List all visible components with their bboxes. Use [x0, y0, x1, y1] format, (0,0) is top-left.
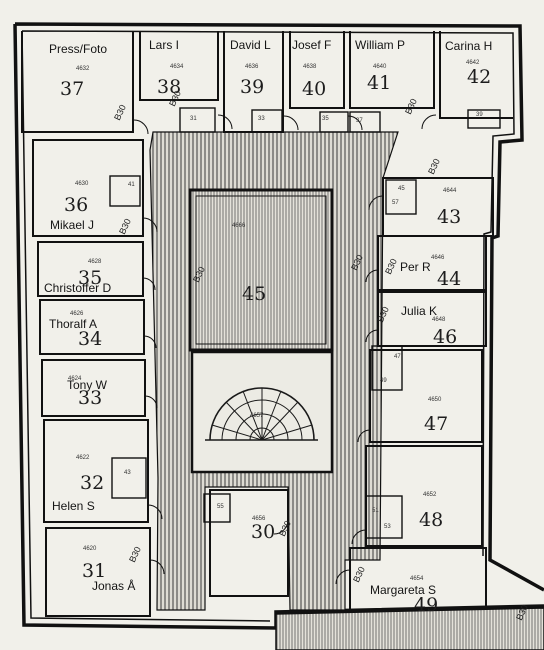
room-number-31: 31	[82, 560, 107, 582]
outer-wall	[13, 22, 544, 630]
room-number-33: 33	[78, 387, 103, 409]
wc-code: 45	[398, 186, 405, 192]
room-number-41: 41	[367, 72, 392, 94]
room-number-39: 39	[240, 76, 265, 98]
room-number-30: 30	[251, 521, 276, 543]
room-name-34: Thoralf A	[49, 317, 98, 331]
room-code-31: 4620	[83, 546, 97, 552]
wc-code: 41	[128, 182, 135, 188]
room-code-49: 4654	[410, 576, 424, 582]
room-name-40: Josef F	[292, 38, 332, 52]
room-code-39: 4636	[245, 64, 259, 70]
wc-code: 37	[356, 118, 363, 124]
room-code-38: 4634	[170, 64, 184, 70]
wc-code: 31	[190, 116, 197, 122]
room-name-42: Carina H	[445, 39, 493, 53]
room-name-39: David L	[230, 38, 271, 52]
room-name-36: Mikael J	[50, 218, 95, 232]
room-code-42: 4642	[466, 60, 480, 66]
room-name-38: Lars I	[149, 38, 180, 52]
room-code-33: 4624	[68, 376, 82, 382]
room-number-42: 42	[467, 66, 492, 88]
room-name-41: William P	[355, 38, 405, 52]
wc-code: 53	[384, 524, 391, 530]
room-number-49: 49	[414, 594, 439, 616]
stair-code: 4657	[250, 413, 264, 419]
room-number-32: 32	[80, 472, 105, 494]
room-number-43: 43	[437, 206, 462, 228]
room-name-49: Margareta S	[370, 583, 437, 597]
room-name-33: Tony W	[67, 378, 108, 392]
room-name-31: Jonas Å	[92, 579, 136, 593]
wc-code: 51	[372, 508, 379, 514]
room-code-46: 4648	[432, 317, 446, 323]
wc-code: 55	[217, 504, 224, 510]
room-number-34: 34	[78, 328, 103, 350]
room-number-47: 47	[424, 413, 449, 435]
wc-code: 57	[392, 200, 399, 206]
top-rooms	[21, 31, 513, 133]
wc-code: 35	[322, 116, 329, 122]
exterior-strip	[275, 607, 544, 650]
wc-code: 33	[258, 116, 265, 122]
wc-code: 47	[394, 354, 401, 360]
room-code-40: 4638	[303, 64, 317, 70]
room-code-44: 4646	[431, 255, 445, 261]
room-number-46: 46	[433, 326, 458, 348]
room-number-40: 40	[302, 78, 327, 100]
left-rooms	[32, 139, 151, 617]
door-swings	[133, 114, 437, 585]
room-name-32: Helen S	[52, 499, 95, 513]
room-number-45: 45	[242, 283, 267, 305]
room-code-48: 4652	[423, 492, 437, 498]
room-number-35: 35	[78, 267, 103, 289]
room-number-36: 36	[64, 194, 89, 216]
room-code-35: 4628	[88, 259, 102, 265]
wc-code: 49	[380, 378, 387, 384]
wc-code: 43	[124, 470, 131, 476]
room-code-30: 4656	[252, 516, 266, 522]
room-name-46: Julia K	[401, 304, 438, 318]
room-code-47: 4650	[428, 397, 442, 403]
room-name-37: Press/Foto	[49, 42, 108, 56]
room-30-outline	[209, 489, 289, 597]
room-number-48: 48	[419, 509, 444, 531]
room-number-38: 38	[157, 76, 182, 98]
room-name-44: Per R	[400, 260, 431, 274]
room-number-37: 37	[60, 78, 85, 100]
room-code-41: 4640	[373, 64, 387, 70]
room-code-36: 4630	[75, 181, 89, 187]
room-code-37: 4632	[76, 66, 90, 72]
room-code-45: 4666	[232, 223, 246, 229]
wc-code: 39	[476, 112, 483, 118]
room-name-35: Christoffer D	[44, 281, 112, 295]
room-code-34: 4626	[70, 311, 84, 317]
room-code-32: 4622	[76, 455, 90, 461]
room-code-43: 4644	[443, 188, 457, 194]
room-number-44: 44	[437, 268, 462, 290]
spiral-stair	[205, 387, 318, 441]
